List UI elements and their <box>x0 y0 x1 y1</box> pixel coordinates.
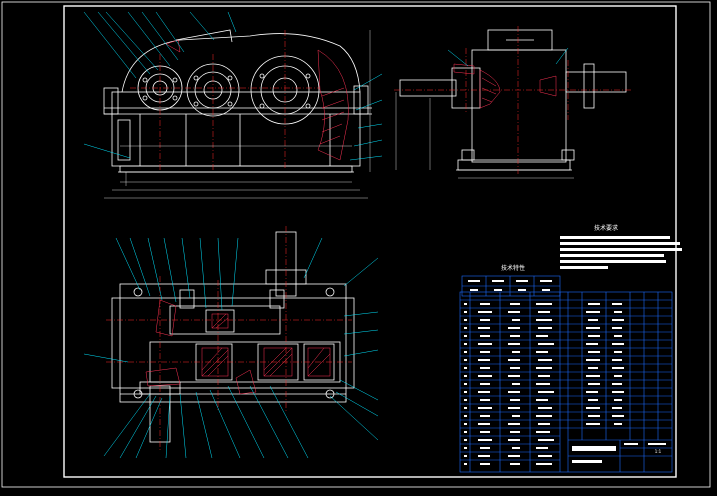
parts-list: 1:1 <box>459 291 673 473</box>
technical-requirements: 技术要求 <box>560 224 682 269</box>
side-view <box>394 26 632 179</box>
front-view <box>83 11 383 199</box>
technical-requirements-heading: 技术要求 <box>594 224 618 232</box>
section-view <box>83 226 379 459</box>
parts-list-content <box>464 303 666 465</box>
characteristics-table <box>461 275 561 297</box>
technical-characteristics-heading: 技术特性 <box>501 264 525 272</box>
title-block-scale: 1:1 <box>655 449 662 454</box>
sheet-frame <box>1 1 711 488</box>
